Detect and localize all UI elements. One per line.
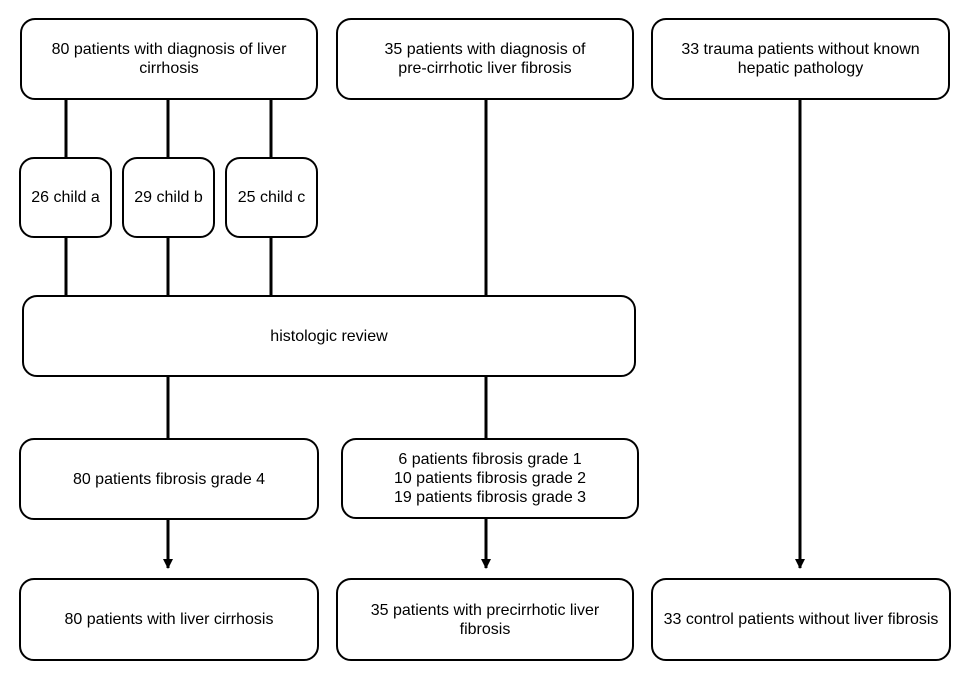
box-text-line: 35 patients with diagnosis of bbox=[384, 41, 586, 58]
child-a-label: 26 child a bbox=[31, 189, 100, 206]
grade-4-box: 80 patients fibrosis grade 4 bbox=[19, 438, 319, 520]
control-outcome-box: 33 control patients without liver fibros… bbox=[651, 578, 951, 661]
histologic-review-label: histologic review bbox=[270, 327, 388, 345]
liver-cirrhosis-outcome-label: 80 patients with liver cirrhosis bbox=[64, 611, 274, 628]
liver-cirrhosis-outcome-box: 80 patients with liver cirrhosis bbox=[19, 578, 319, 661]
child-b-box: 29 child b bbox=[122, 157, 215, 238]
box-text-line: 33 trauma patients without known bbox=[681, 41, 920, 58]
box-text-line: hepatic pathology bbox=[737, 60, 864, 77]
grade-4-label: 80 patients fibrosis grade 4 bbox=[72, 470, 266, 488]
child-c-box: 25 child c bbox=[225, 157, 318, 238]
box-text-line: fibrosis bbox=[459, 620, 511, 638]
histologic-review-box: histologic review bbox=[22, 295, 636, 377]
child-c-label: 25 child c bbox=[237, 189, 306, 206]
box-text-line: cirrhosis bbox=[139, 60, 199, 77]
box-text-line: 6 patients fibrosis grade 1 bbox=[398, 451, 582, 468]
grades-1-3-box: 6 patients fibrosis grade 1 10 patients … bbox=[341, 438, 639, 519]
box-text-line: 80 patients with diagnosis of liver bbox=[51, 41, 287, 58]
trauma-patients-box: 33 trauma patients without known hepatic… bbox=[651, 18, 950, 100]
child-a-box: 26 child a bbox=[19, 157, 112, 238]
cirrhosis-diagnosis-box: 80 patients with diagnosis of liver cirr… bbox=[20, 18, 318, 100]
precirrhotic-outcome-box: 35 patients with precirrhotic liver fibr… bbox=[336, 578, 634, 661]
child-b-label: 29 child b bbox=[134, 189, 203, 206]
control-outcome-label: 33 control patients without liver fibros… bbox=[663, 611, 939, 628]
box-text-line: 10 patients fibrosis grade 2 bbox=[393, 470, 587, 487]
box-text-line: 35 patients with precirrhotic liver bbox=[370, 601, 600, 619]
box-text-line: 19 patients fibrosis grade 3 bbox=[393, 489, 587, 506]
precirrhotic-diagnosis-box: 35 patients with diagnosis of pre-cirrho… bbox=[336, 18, 634, 100]
box-text-line: pre-cirrhotic liver fibrosis bbox=[398, 60, 572, 77]
